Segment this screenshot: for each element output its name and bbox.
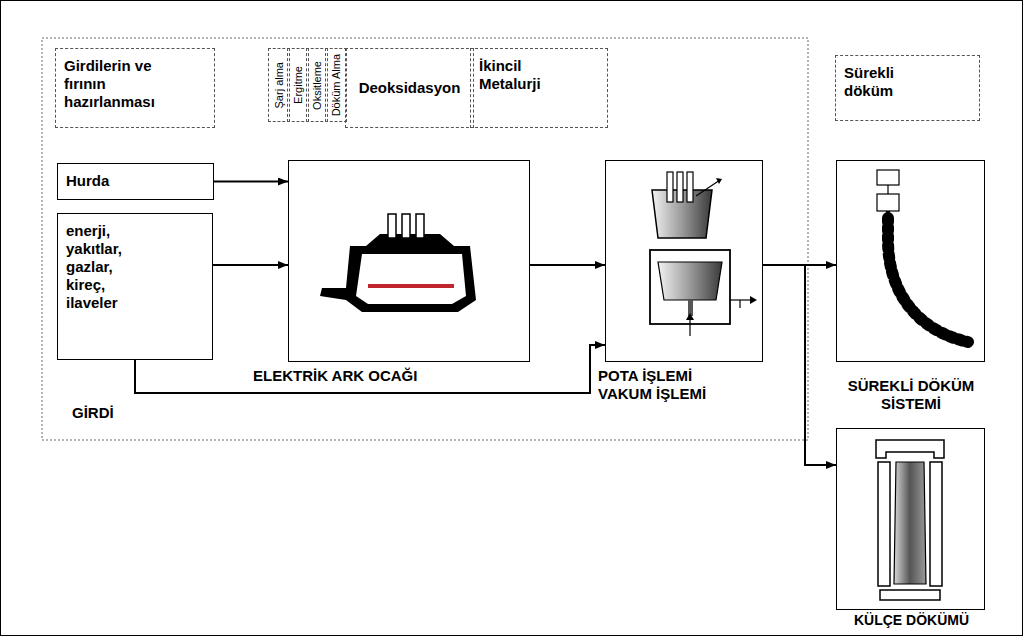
process-caption: POTA İŞLEMİ VAKUM İŞLEMİ (598, 367, 748, 403)
flow-arrow (214, 181, 288, 183)
continuous-caster-drawing (877, 170, 968, 342)
header-box: Sürekli döküm (835, 55, 980, 121)
box-label: Oksitleme (311, 61, 323, 110)
input-box: Hurda (57, 163, 214, 200)
box-label: İkincil Metalurji (479, 57, 569, 93)
flow-arrow (135, 345, 605, 393)
header-box: İkincil Metalurji (470, 48, 608, 128)
ladle-vacuum-drawing (650, 172, 757, 336)
flow-arrow (213, 264, 288, 266)
group-label: GİRDİ (72, 404, 114, 421)
step-box: Döküm Alma (325, 48, 347, 122)
process-caption: KÜLÇE DÖKÜMÜ (827, 612, 996, 629)
input-box: enerji, yakıtlar, gazlar, kireç, ilavele… (57, 213, 213, 360)
process-box: SÜREKLİ DÖKÜM SİSTEMİ (836, 160, 985, 362)
process-caption: ELEKTRİK ARK OCAĞI (253, 367, 493, 385)
header-box: Deoksidasyon (345, 48, 474, 128)
process-box: ELEKTRİK ARK OCAĞI (288, 160, 530, 362)
process-box: POTA İŞLEMİ VAKUM İŞLEMİ (605, 160, 763, 362)
process-region (42, 38, 808, 440)
box-label: Deoksidasyon (350, 79, 470, 97)
process-box: KÜLÇE DÖKÜMÜ (836, 428, 985, 610)
header-box: Girdilerin ve fırının hazırlanması (55, 48, 215, 128)
box-label: Sürekli döküm (844, 64, 934, 100)
flow-arrow (530, 264, 605, 266)
ingot-mould-drawing (876, 440, 944, 600)
box-label: Döküm Alma (330, 54, 342, 116)
box-label: Hurda (66, 172, 205, 190)
box-label: enerji, yakıtlar, gazlar, kireç, ilavele… (66, 222, 122, 312)
flow-arrow (763, 265, 836, 465)
process-caption: SÜREKLİ DÖKÜM SİSTEMİ (823, 377, 999, 413)
box-label: Şarj alma (273, 62, 285, 108)
arc-furnace-drawing (320, 214, 476, 312)
box-label: Ergitme (292, 66, 304, 104)
box-label: Girdilerin ve fırının hazırlanması (64, 57, 194, 111)
